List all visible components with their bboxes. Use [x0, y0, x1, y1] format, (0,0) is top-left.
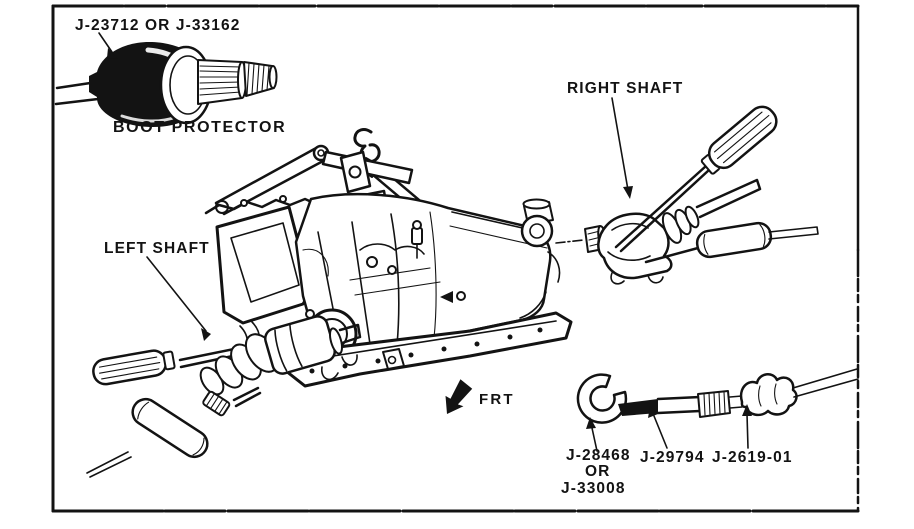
slide-hammer-leader-arrow — [742, 404, 752, 449]
front-direction-arrow — [445, 379, 473, 414]
axle-bg-line — [54, 97, 100, 106]
boot-protector-illustration — [54, 41, 278, 128]
axle-remover-tool-illustration — [576, 368, 859, 424]
left-shaft-illustration — [86, 315, 362, 478]
extension-collar — [697, 390, 731, 418]
right-shaft-label: RIGHT SHAFT — [567, 80, 683, 97]
extension-tool-label: J-29794 — [640, 449, 705, 466]
centerline — [555, 239, 585, 244]
fork-tool-leader-arrow — [586, 417, 598, 452]
boot-tools-label: J-23712 OR J-33162 — [75, 17, 240, 34]
right-shaft-illustration — [555, 105, 819, 285]
pry-screwdriver — [614, 105, 778, 253]
slide-hammer-tool-label: J-2619-01 — [712, 449, 793, 466]
slide-hammer-grip — [739, 373, 798, 417]
boot-tools-leader-arrow — [98, 32, 118, 59]
slide-hammer — [644, 221, 819, 264]
slide-hammer — [86, 386, 262, 478]
cv-joint-outer-race — [597, 212, 673, 280]
fork-tool-label-line3: J-33008 — [561, 480, 626, 497]
splined-stub-shaft — [197, 59, 247, 105]
left-shaft-label: LEFT SHAFT — [104, 240, 210, 257]
fork-tool-label-line1: J-28468 — [566, 447, 631, 464]
transaxle-illustration — [204, 128, 573, 388]
figure-border — [51, 4, 860, 513]
front-label: FRT — [479, 391, 515, 408]
fork-tool — [576, 373, 628, 424]
left-shaft-leader-arrow — [146, 256, 211, 341]
extension-leader-arrow — [648, 406, 668, 449]
tool-coupler — [618, 399, 658, 416]
right-shaft-leader-arrow — [611, 97, 633, 199]
boot-protector-caption: BOOT PROTECTOR — [113, 119, 286, 136]
oil-pan — [284, 311, 573, 388]
fork-tool-label-line2: OR — [585, 463, 610, 480]
threaded-tip — [243, 61, 278, 97]
